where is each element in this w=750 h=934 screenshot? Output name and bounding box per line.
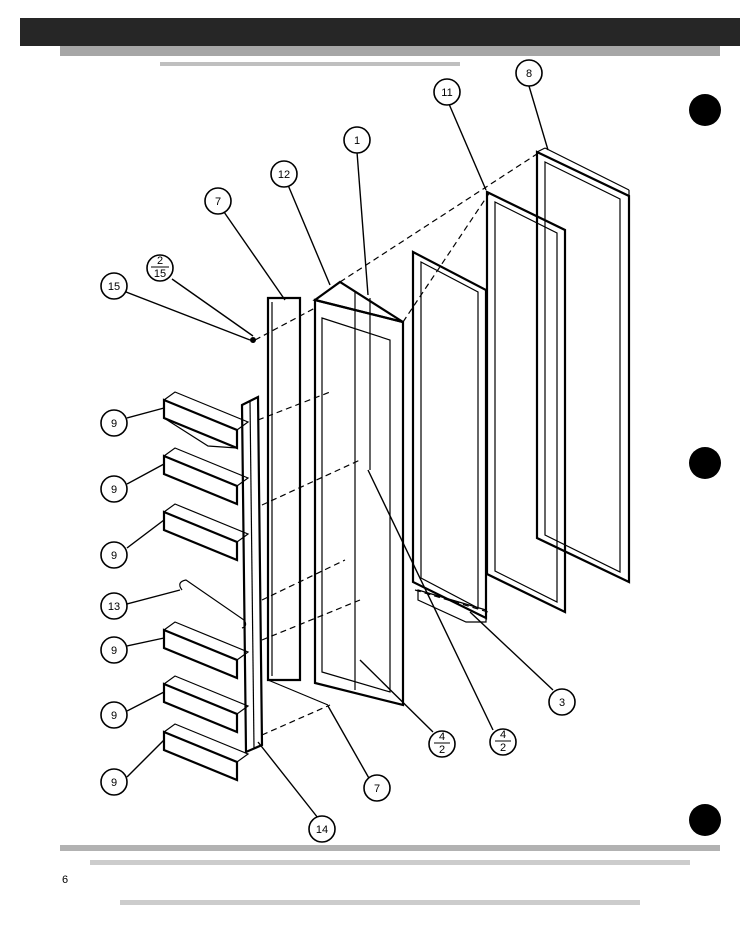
front-trim-strip	[240, 395, 264, 754]
callout-4-2-bottom: 4 2	[428, 730, 456, 758]
callout-label: 1	[354, 135, 360, 147]
assembly-lines	[254, 151, 541, 736]
shelf-retainer-wire	[179, 579, 247, 629]
scan-noise-top	[20, 18, 740, 66]
callout-sublabel: 2	[439, 744, 445, 756]
callout-13: 13	[100, 592, 128, 620]
door-shelf	[162, 503, 250, 562]
callout-label: 15	[108, 281, 120, 293]
door-liner-frame	[411, 250, 488, 623]
inner-door-liner	[312, 280, 405, 707]
scan-noise-bottom	[60, 845, 720, 905]
callout-label: 2	[157, 255, 163, 267]
callout-sublabel: 2	[500, 742, 506, 754]
callout-label: 9	[111, 418, 117, 430]
callout-9-5: 9	[100, 701, 128, 729]
door-shelf	[162, 723, 250, 782]
door-shelf	[162, 621, 250, 680]
page-number: 6	[62, 874, 69, 886]
door-shelf	[162, 391, 250, 450]
callout-2-15: 2 15	[146, 254, 174, 282]
leader-lines	[120, 85, 554, 819]
callout-sublabel: 15	[154, 268, 166, 280]
callout-label: 9	[111, 710, 117, 722]
callout-label: 7	[374, 783, 380, 795]
callout-label: 8	[526, 68, 532, 80]
door-gasket	[485, 190, 567, 614]
callout-label: 9	[111, 777, 117, 789]
screw	[250, 337, 256, 343]
callout-4-2-top: 4 2	[489, 728, 517, 756]
callout-label: 9	[111, 484, 117, 496]
callout-label: 12	[278, 169, 290, 181]
door-shelf	[162, 675, 250, 734]
callout-label: 9	[111, 550, 117, 562]
binder-holes	[689, 94, 721, 836]
callout-15: 15	[100, 272, 128, 300]
door-shelves	[162, 391, 250, 782]
door-shelf	[162, 447, 250, 506]
door-outer-panel	[535, 147, 631, 584]
callout-9-6: 9	[100, 768, 128, 796]
callout-8: 8	[515, 59, 543, 87]
callout-label: 7	[215, 196, 221, 208]
callout-label: 3	[559, 697, 565, 709]
callout-14: 14	[308, 815, 336, 843]
callout-label: 14	[316, 824, 328, 836]
callout-9-2: 9	[100, 475, 128, 503]
callout-label: 13	[108, 601, 120, 613]
callout-label: 9	[111, 645, 117, 657]
callout-label: 11	[441, 87, 452, 99]
callout-9-1: 9	[100, 409, 128, 437]
callout-label: 4	[500, 729, 506, 741]
callout-3: 3	[548, 688, 576, 716]
callout-9-4: 9	[100, 636, 128, 664]
callout-7-top: 7	[204, 187, 232, 215]
callout-12: 12	[270, 160, 298, 188]
callout-1: 1	[343, 126, 371, 154]
door-frame-rails	[266, 296, 329, 706]
callout-7-bottom: 7	[363, 774, 391, 802]
callout-9-3: 9	[100, 541, 128, 569]
callout-label: 4	[439, 731, 445, 743]
callout-11: 11	[433, 78, 461, 106]
